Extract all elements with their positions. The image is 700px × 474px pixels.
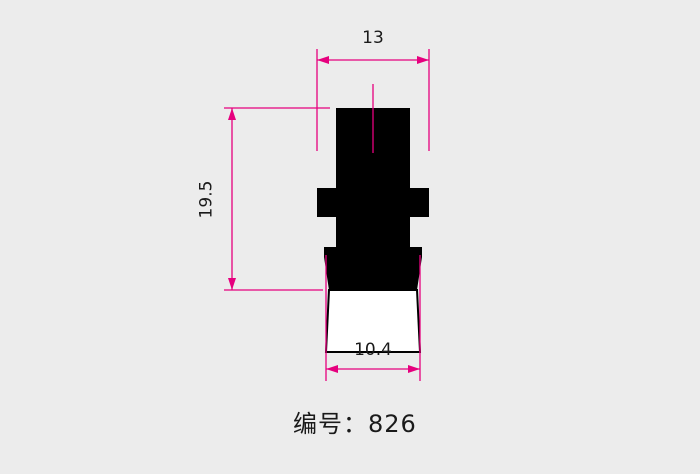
part-number-label: 编号：826 [293, 410, 417, 438]
dim-label-top-width: 13 [362, 28, 384, 48]
arrowhead-top-left [317, 56, 329, 64]
arrowhead-bottom-right [408, 365, 420, 373]
dim-label-bottom-width: 10.4 [354, 340, 392, 360]
arrowhead-bottom-left [326, 365, 338, 373]
arrowhead-left-bottom [228, 278, 236, 290]
arrowhead-top-right [417, 56, 429, 64]
dimension-lines [224, 49, 430, 381]
arrowhead-left-top [228, 108, 236, 120]
dim-label-left-height: 19.5 [196, 180, 217, 219]
seal-profile-solid-section [317, 108, 429, 290]
